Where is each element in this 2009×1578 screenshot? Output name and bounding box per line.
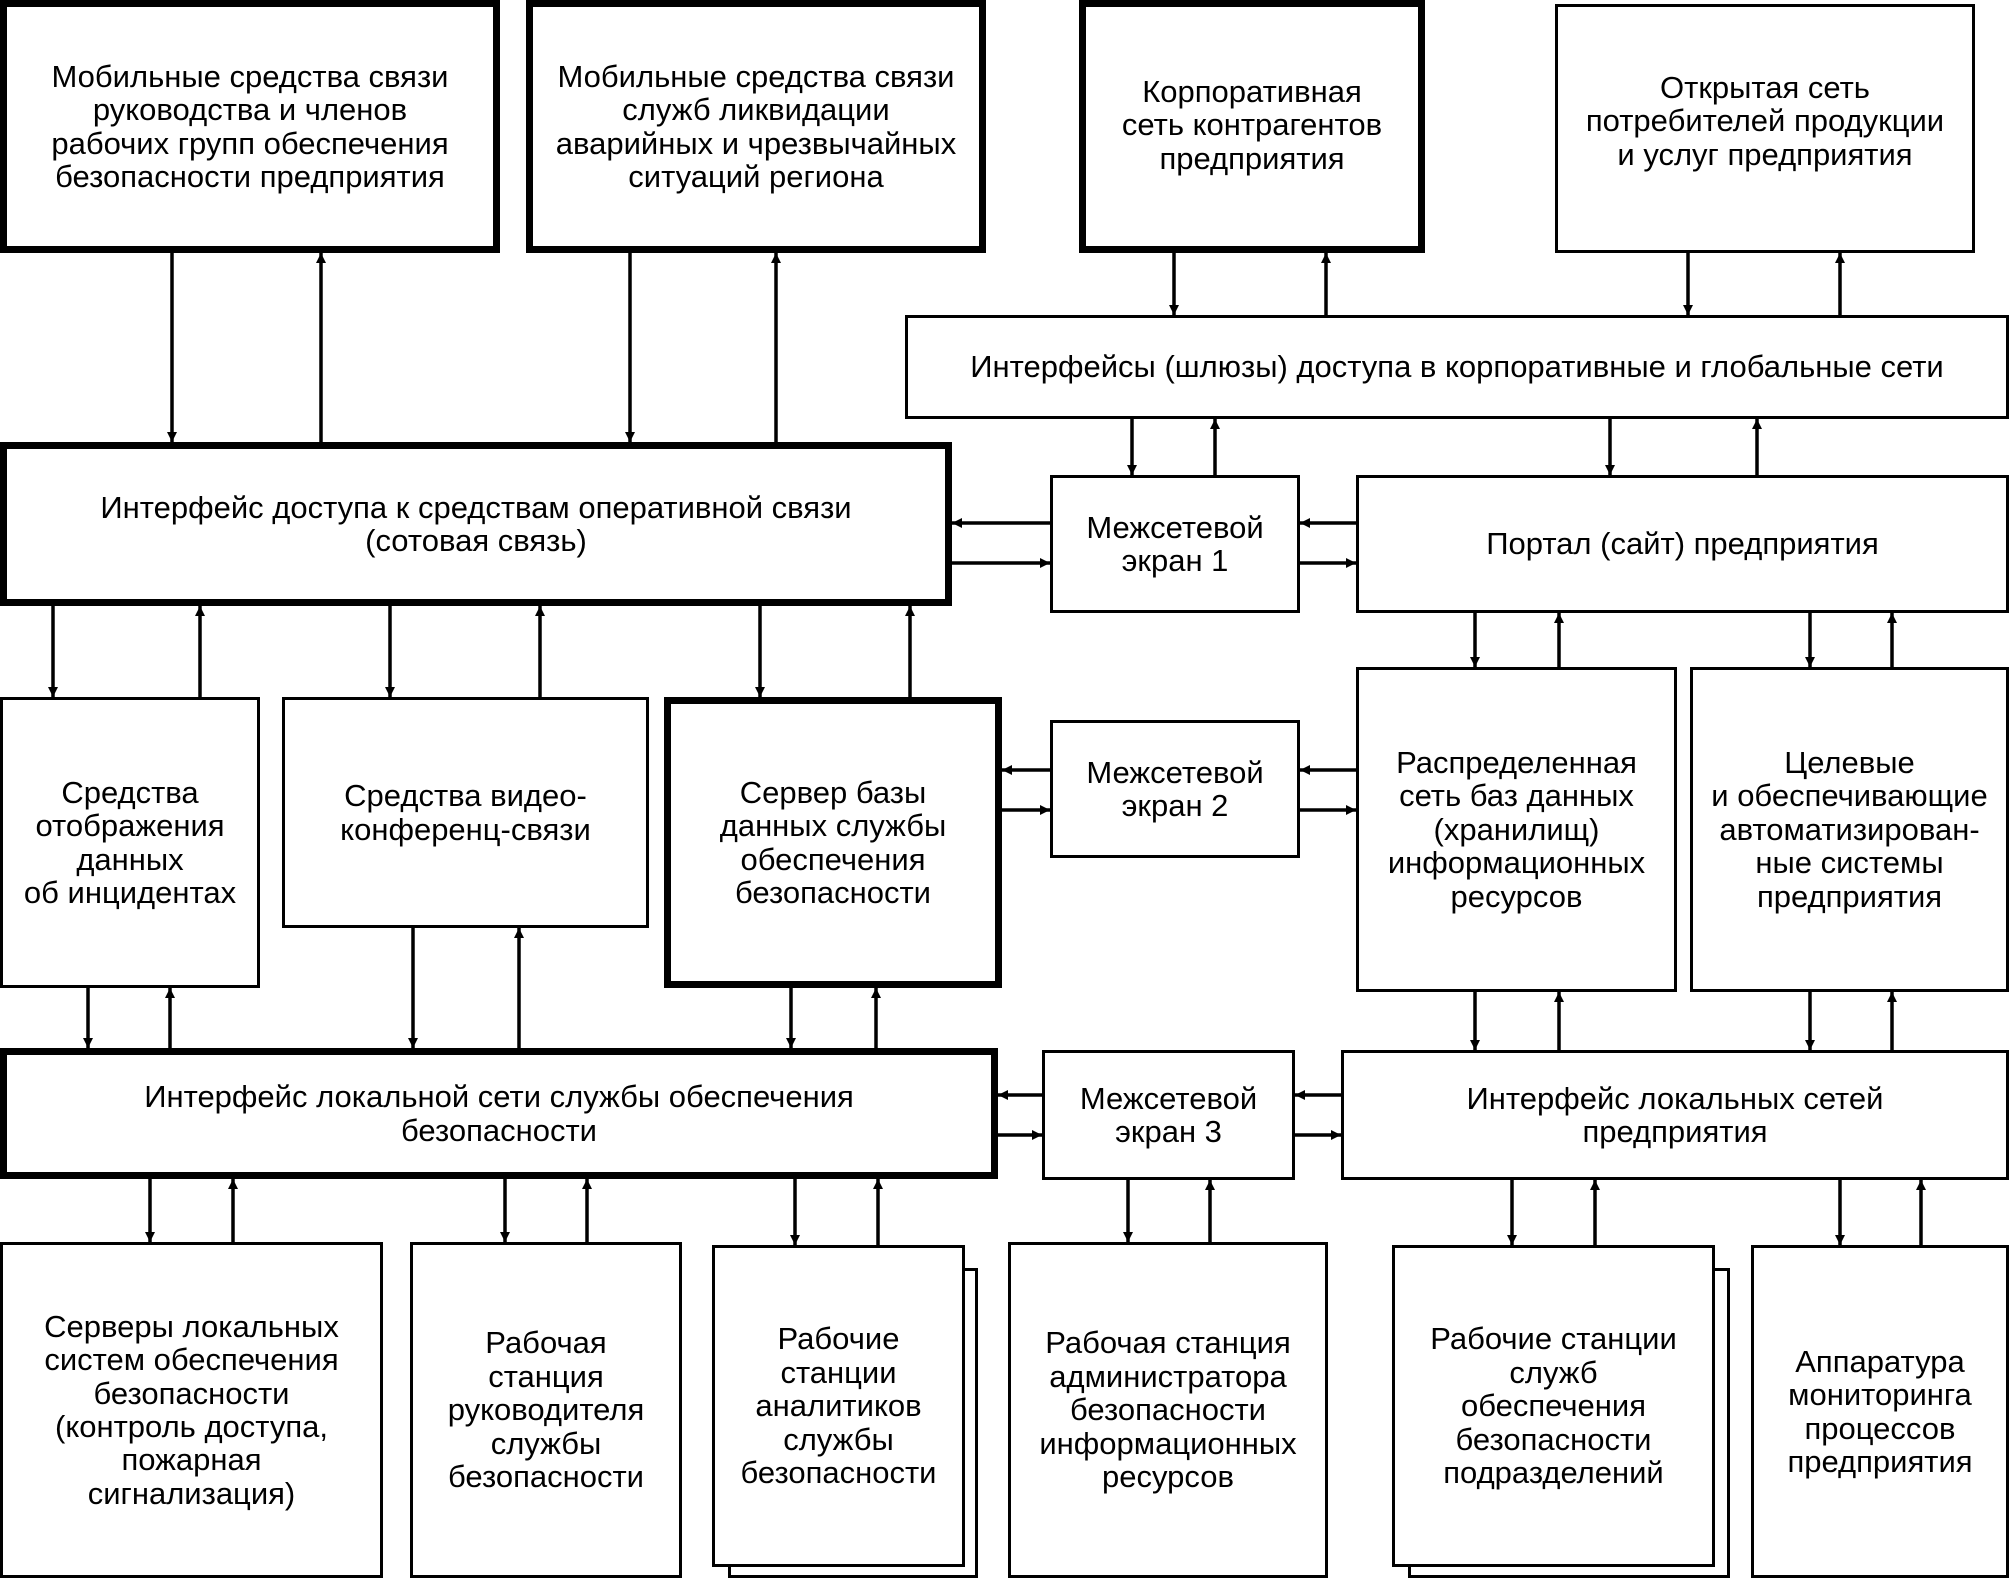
video-conf-box: Средства видео- конференц-связи xyxy=(282,697,649,928)
corp-contractors-box: Корпоративная сеть контрагентов предприя… xyxy=(1079,0,1425,253)
firewall-1-box: Межсетевой экран 1 xyxy=(1050,475,1300,613)
firewall-3-box: Межсетевой экран 3 xyxy=(1042,1050,1295,1180)
incident-display-box: Средства отображения данных об инцидента… xyxy=(0,697,260,988)
mobile-interface-box: Интерфейс доступа к средствам оперативно… xyxy=(0,442,952,606)
analysts-workstation-box: Рабочие станции аналитиков службы безопа… xyxy=(712,1245,965,1567)
arrow-group xyxy=(48,253,1926,1245)
head-workstation-box: Рабочая станция руководителя службы безо… xyxy=(410,1242,682,1578)
gateways-box: Интерфейсы (шлюзы) доступа в корпоративн… xyxy=(905,315,2009,419)
distributed-db-box: Распределенная сеть баз данных (хранилищ… xyxy=(1356,667,1677,992)
mobile-mgmt-box: Мобильные средства связи руководства и ч… xyxy=(0,0,500,253)
portal-box: Портал (сайт) предприятия xyxy=(1356,475,2009,613)
local-servers-box: Серверы локальных систем обеспечения без… xyxy=(0,1242,383,1578)
monitoring-box: Аппаратура мониторинга процессов предпри… xyxy=(1751,1245,2009,1578)
db-server-box: Сервер базы данных службы обеспечения бе… xyxy=(664,697,1002,988)
local-nets-box: Интерфейс локальных сетей предприятия xyxy=(1341,1050,2009,1180)
division-workstations-box: Рабочие станции служб обеспечения безопа… xyxy=(1392,1245,1715,1567)
firewall-2-box: Межсетевой экран 2 xyxy=(1050,720,1300,858)
open-consumers-box: Открытая сеть потребителей продукции и у… xyxy=(1555,4,1975,253)
local-security-net-box: Интерфейс локальной сети службы обеспече… xyxy=(0,1048,998,1179)
target-systems-box: Целевые и обеспечивающие автоматизирован… xyxy=(1690,667,2009,992)
mobile-emergency-box: Мобильные средства связи служб ликвидаци… xyxy=(526,0,986,253)
admin-workstation-box: Рабочая станция администратора безопасно… xyxy=(1008,1242,1328,1578)
